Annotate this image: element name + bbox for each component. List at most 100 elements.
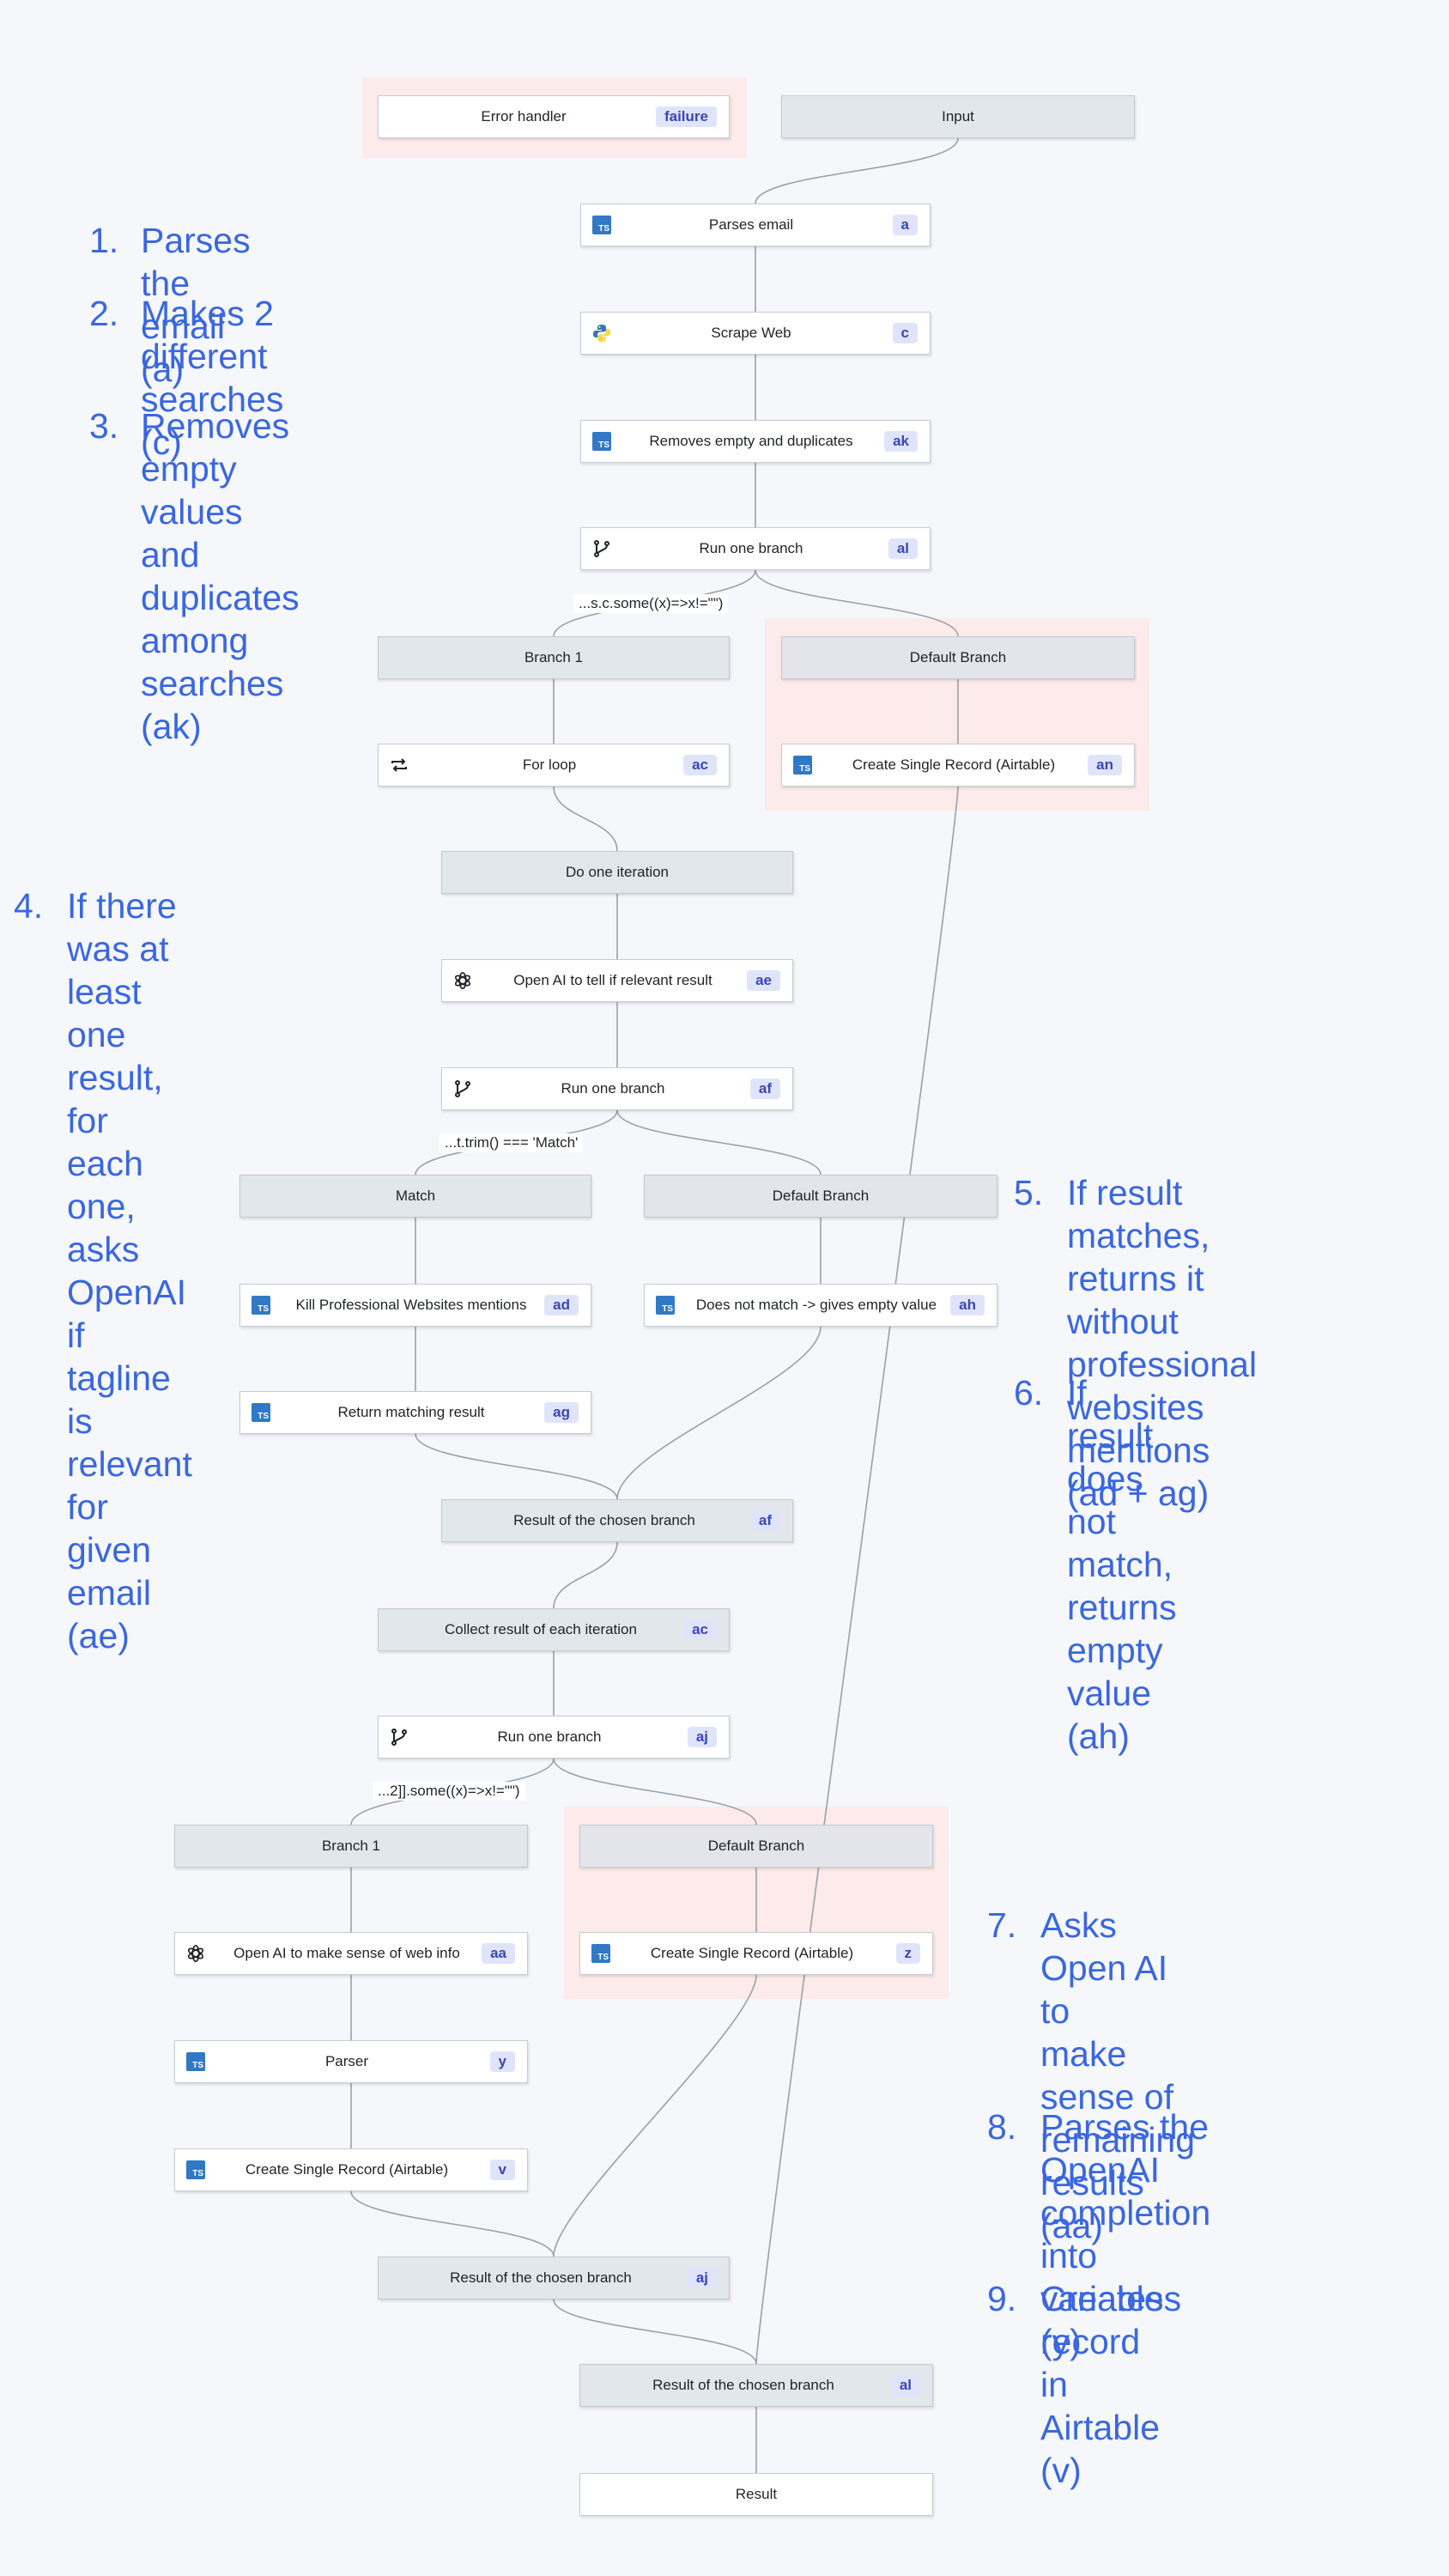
annotation-number: 9.	[987, 2279, 1017, 2318]
step-id-badge: ah	[950, 1295, 985, 1315]
node-b1[interactable]: Branch 1	[378, 636, 730, 679]
step-id-badge: af	[749, 1078, 780, 1099]
node-al[interactable]: Run one branch al	[580, 527, 931, 570]
node-aa[interactable]: Open AI to make sense of web info aa	[174, 1932, 528, 1975]
annotation-number: 4.	[14, 886, 44, 926]
node-label: Create Single Record (Airtable)	[245, 2161, 449, 2178]
step-id-badge: failure	[655, 106, 717, 127]
annotation-text: Parses the email (a)	[141, 221, 251, 389]
annotation-number: 6.	[1014, 1373, 1044, 1413]
node-iter[interactable]: Do one iteration	[441, 851, 793, 894]
node-label: Result	[735, 2486, 778, 2502]
step-id-badge: al	[888, 538, 918, 559]
node-input[interactable]: Input	[781, 95, 1135, 138]
annotation-number: 8.	[987, 2107, 1017, 2147]
edge-z-to-raj	[553, 1974, 757, 2257]
node-match[interactable]: Match	[239, 1175, 591, 1218]
annotation-text: If there was at least one result, for ea…	[67, 886, 192, 1656]
step-id-badge: aa	[482, 1943, 515, 1964]
branch-icon	[452, 1078, 473, 1099]
node-ae[interactable]: Open AI to tell if relevant result ae	[441, 959, 793, 1002]
node-label: Match	[395, 1188, 436, 1204]
typescript-icon: TS	[251, 1402, 271, 1423]
edge-ac-to-iter	[553, 786, 618, 852]
edge-aj-to-dflt3	[553, 1758, 757, 1826]
node-b1b[interactable]: Branch 1	[174, 1825, 528, 1868]
annotation-text: Makes 2 different searches (c)	[141, 294, 284, 462]
node-label: Result of the chosen branch	[450, 2269, 632, 2286]
openai-icon	[185, 1943, 206, 1964]
step-id-badge: ag	[544, 1402, 579, 1423]
step-id-badge: ac	[683, 755, 717, 775]
annotation-text: Creates record in Airtable (v)	[1040, 2279, 1164, 2490]
node-label: Parses email	[708, 216, 794, 233]
node-label: Do one iteration	[565, 864, 670, 880]
node-dflt2[interactable]: Default Branch	[644, 1175, 997, 1218]
node-label: Error handler	[481, 108, 567, 125]
typescript-icon: TS	[591, 215, 612, 235]
step-id-badge: ak	[884, 431, 918, 452]
edge-al-to-dflt1	[755, 569, 959, 637]
step-id-badge: an	[1088, 755, 1122, 775]
node-label: Return matching result	[337, 1404, 485, 1420]
node-label: Default Branch	[707, 1838, 805, 1854]
edge-ah-to-raf	[616, 1326, 822, 1500]
node-dflt1[interactable]: Default Branch	[781, 636, 1135, 679]
edge-raj-to-ral	[553, 2299, 757, 2365]
node-label: Result of the chosen branch	[513, 1512, 695, 1528]
annotation-text: Parses the OpenAI completion into variab…	[1040, 2107, 1211, 2361]
node-c[interactable]: Scrape Web c	[580, 312, 931, 355]
step-id-badge: y	[489, 2051, 515, 2072]
annotation-text: Removes empty values and duplicates amon…	[141, 406, 300, 746]
node-label: Default Branch	[909, 649, 1007, 665]
node-label: Open AI to make sense of web info	[233, 1945, 460, 1961]
edge-v-to-raj	[350, 2190, 555, 2257]
node-label: Branch 1	[321, 1838, 381, 1854]
step-id-badge: c	[892, 323, 918, 343]
typescript-icon: TS	[591, 1943, 611, 1964]
node-label: Scrape Web	[711, 325, 791, 341]
node-dflt3[interactable]: Default Branch	[579, 1825, 933, 1868]
typescript-icon: TS	[185, 2160, 206, 2180]
node-label: For loop	[522, 756, 577, 773]
typescript-icon: TS	[591, 431, 612, 452]
typescript-icon: TS	[655, 1295, 676, 1315]
step-id-badge: ae	[747, 970, 780, 991]
node-label: Open AI to tell if relevant result	[513, 972, 712, 988]
annotation-text: If result matches, returns it without pr…	[1067, 1173, 1258, 1513]
step-id-badge: ad	[544, 1295, 579, 1315]
edge-af-to-dflt2	[616, 1109, 822, 1176]
step-id-badge: al	[890, 2375, 920, 2396]
annotation-number: 3.	[89, 406, 119, 446]
annotation-text: If result does not match, returns empty …	[1067, 1373, 1177, 1756]
node-label: Default Branch	[772, 1188, 870, 1204]
step-id-badge: aj	[687, 1727, 717, 1747]
node-ac[interactable]: For loop ac	[378, 744, 730, 787]
annotation-text: Asks Open AI to make sense of remaining …	[1040, 1905, 1196, 2245]
python-icon	[591, 323, 612, 343]
node-result[interactable]: Result	[579, 2473, 933, 2516]
branch-condition-3: ...2]].some((x)=>x!="")	[373, 1782, 525, 1801]
node-label: Run one branch	[699, 540, 803, 556]
edge-raf-to-cac	[553, 1541, 618, 1609]
node-error[interactable]: Error handler failure	[378, 95, 730, 138]
node-label: Parser	[324, 2053, 369, 2069]
step-id-badge: ac	[683, 1619, 717, 1640]
edge-input-to-a	[755, 137, 959, 204]
node-ag[interactable]: TS Return matching result ag	[239, 1391, 591, 1434]
openai-icon	[452, 970, 473, 991]
